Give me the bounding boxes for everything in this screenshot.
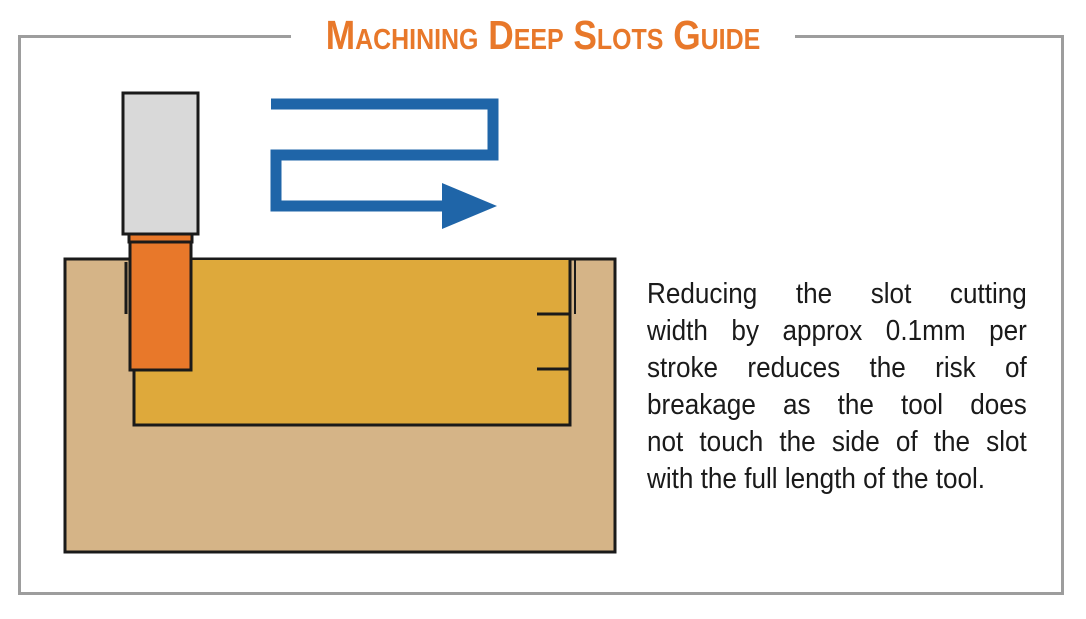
- arrow-head-icon: [442, 183, 497, 229]
- description-line: breakage as the tool does: [647, 389, 1027, 421]
- description-text: Reducing the slot cutting width by appro…: [647, 276, 1027, 498]
- tool-shank: [121, 91, 200, 236]
- tool-cutter: [128, 240, 193, 372]
- page-title: Machining Deep Slots Guide: [291, 10, 795, 60]
- description-line: width by approx 0.1mm per: [647, 315, 1027, 347]
- slot-cavity: [134, 260, 570, 425]
- slot-step-marks: [537, 312, 570, 371]
- description-line: Reducing the slot cutting: [647, 278, 1027, 310]
- description-line: with the full length of the tool.: [647, 463, 986, 495]
- tool-path-line: [270, 98, 499, 212]
- description-line: not touch the side of the slot: [647, 426, 1027, 458]
- description-line: stroke reduces the risk of: [647, 352, 1027, 384]
